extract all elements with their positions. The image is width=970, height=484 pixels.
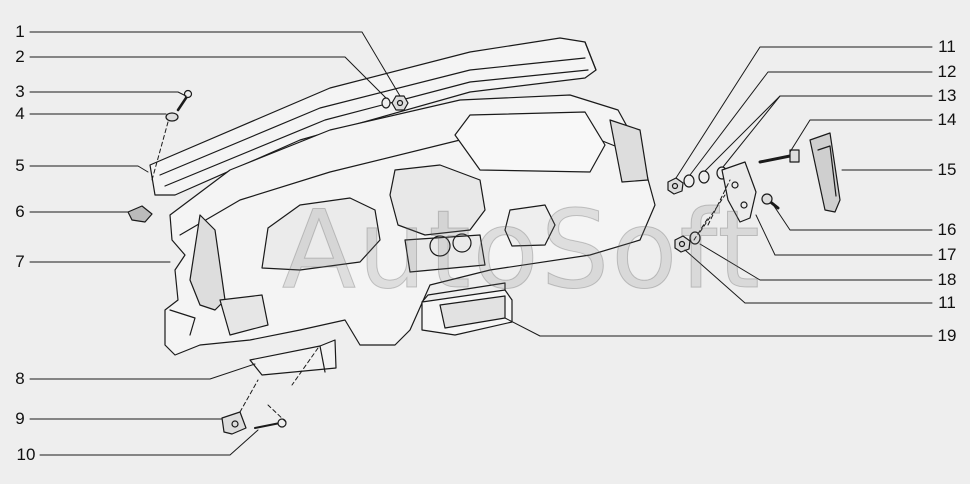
screw-part — [254, 418, 287, 429]
callout-15: 15 — [937, 160, 957, 179]
callout-17: 17 — [937, 245, 957, 264]
callout-9: 9 — [15, 409, 25, 428]
washer-13a — [698, 170, 710, 184]
washer-12 — [683, 174, 695, 188]
dashboard-body — [164, 94, 656, 356]
clip-6 — [127, 205, 153, 223]
nut-11b — [674, 235, 691, 253]
callout-7: 7 — [15, 252, 25, 271]
callout-19: 19 — [937, 326, 957, 345]
callout-6: 6 — [15, 202, 25, 221]
leader-lines — [29, 31, 933, 456]
storage-box — [421, 282, 513, 336]
callout-16: 16 — [937, 220, 957, 239]
clip-part — [221, 411, 247, 435]
washer-4 — [165, 112, 179, 122]
callout-14: 14 — [937, 110, 957, 129]
callout-11-top: 11 — [938, 37, 956, 56]
washer-2 — [381, 97, 391, 109]
callout-8: 8 — [15, 369, 25, 388]
callout-18: 18 — [937, 270, 957, 289]
upper-trim-panel — [149, 37, 597, 196]
callout-10: 10 — [16, 445, 36, 464]
screw-16 — [761, 193, 780, 210]
callout-12: 12 — [937, 62, 957, 81]
callout-1: 1 — [15, 22, 25, 41]
callout-3: 3 — [15, 82, 25, 101]
glove-box-cover — [249, 339, 337, 376]
callout-4: 4 — [15, 104, 25, 123]
callout-11-bottom: 11 — [938, 293, 956, 312]
watermark: AutoSoft — [282, 188, 762, 314]
callout-5: 5 — [15, 156, 25, 175]
callout-13: 13 — [937, 86, 957, 105]
callout-2: 2 — [15, 47, 25, 66]
nut-1 — [391, 95, 409, 111]
bolt-14 — [758, 149, 800, 164]
assembly-arrows — [151, 121, 731, 423]
screw-3 — [176, 89, 193, 112]
bracket-17 — [721, 161, 757, 223]
cover-15 — [809, 132, 841, 213]
